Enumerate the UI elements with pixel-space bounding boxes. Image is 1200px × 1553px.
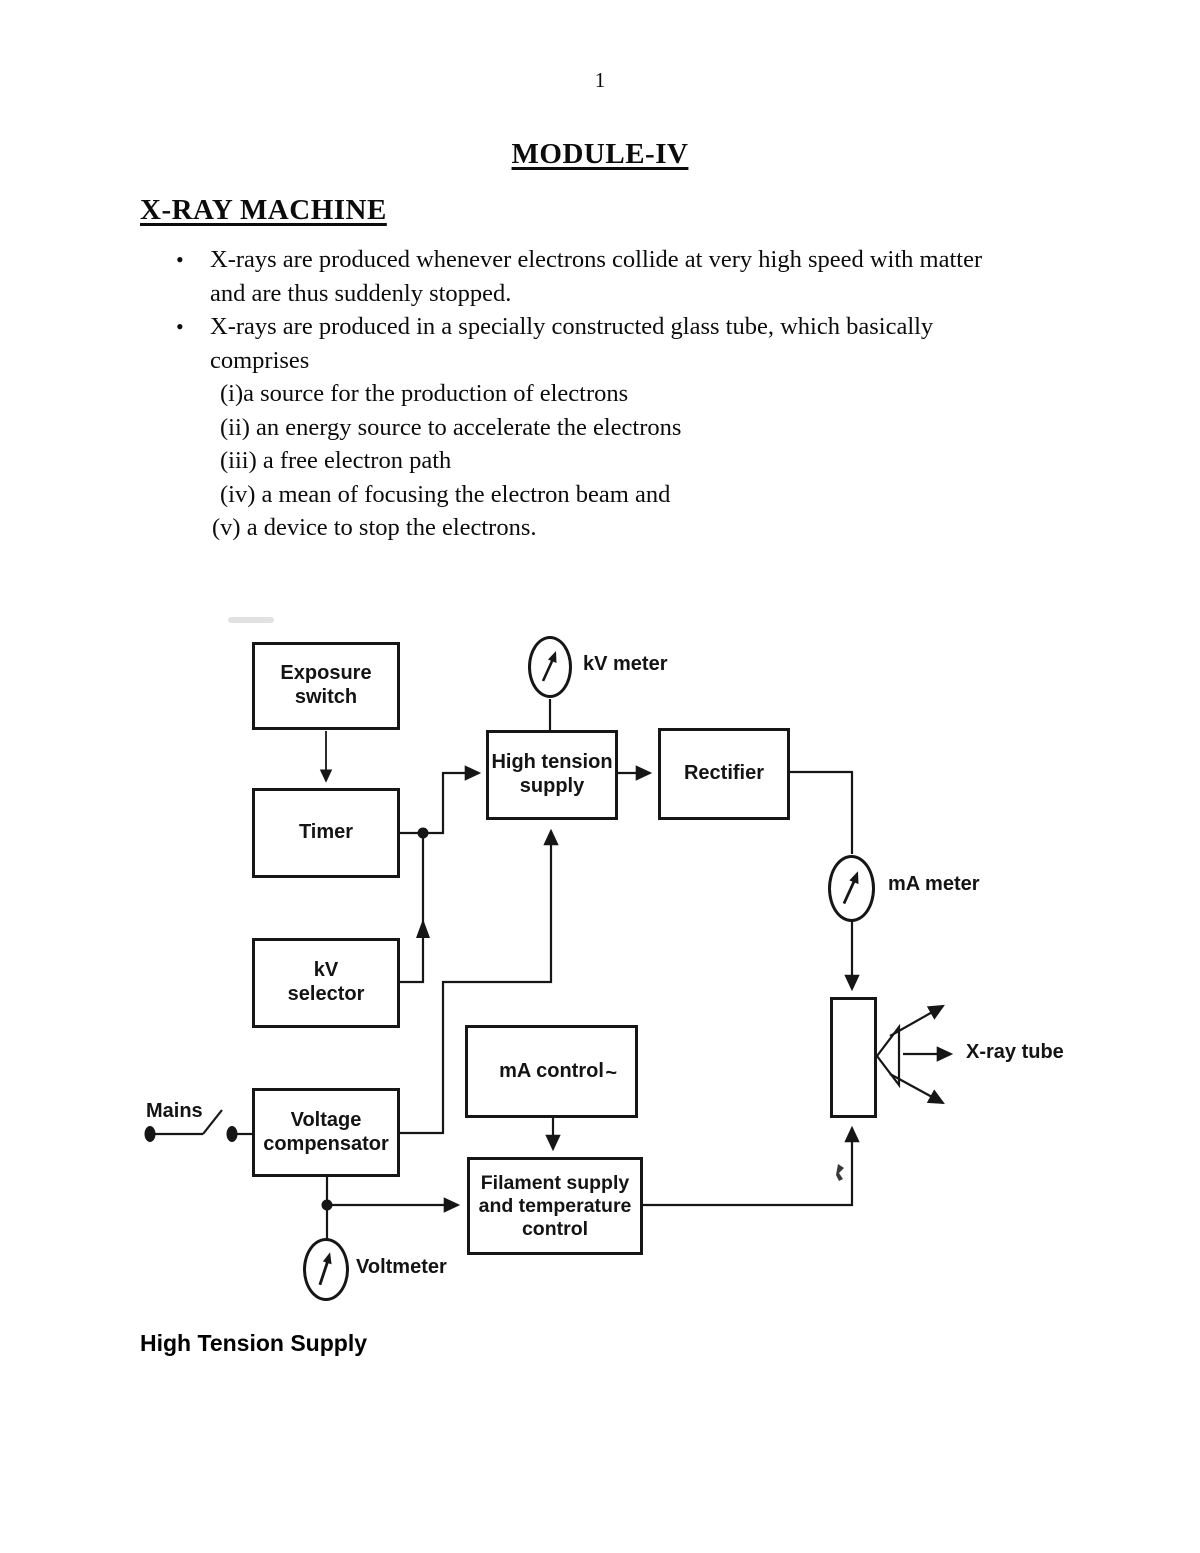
xray-tube-anode-box — [830, 997, 877, 1118]
high-tension-supply-box: High tension supply — [486, 730, 618, 820]
meter-needle-icon — [842, 871, 859, 905]
ma-meter-label: mA meter — [888, 873, 980, 895]
roman-sublist: (i)a source for the production of electr… — [210, 377, 1020, 545]
module-title: MODULE-IV — [511, 138, 689, 170]
sublist-item: (v) a device to stop the electrons. — [212, 514, 537, 541]
meter-needle-icon — [541, 651, 557, 682]
xray-tube-label: X-ray tube — [966, 1041, 1064, 1063]
bullet-item: X-rays are produced in a specially const… — [140, 310, 1020, 545]
footer-heading: High Tension Supply — [140, 1330, 368, 1356]
sublist-item: (i)a source for the production of electr… — [220, 380, 629, 407]
mains-label: Mains — [146, 1100, 203, 1122]
meter-needle-icon — [318, 1252, 332, 1286]
filament-supply-box: Filament supply and temperature control — [467, 1157, 643, 1255]
ma-meter-gauge — [828, 855, 875, 922]
sublist-item: (ii) an energy source to accelerate the … — [220, 413, 682, 441]
sublist-item: (iii) a free electron path — [220, 447, 452, 474]
sublist-item: (iv) a mean of focusing the electron bea… — [220, 480, 671, 508]
voltmeter-label: Voltmeter — [356, 1256, 447, 1278]
timer-box: Timer — [252, 788, 400, 878]
voltage-compensator-box: Voltage compensator — [252, 1088, 400, 1177]
exposure-switch-box: Exposure switch — [252, 642, 400, 730]
bullet-list: X-rays are produced whenever electrons c… — [140, 243, 1020, 545]
ma-control-box: mA control ~ — [465, 1025, 638, 1118]
kv-meter-gauge — [528, 636, 572, 698]
kv-selector-box: kV selector — [252, 938, 400, 1028]
section-heading: X-RAY MACHINE — [140, 194, 387, 226]
kv-meter-label: kV meter — [583, 653, 668, 675]
voltmeter-gauge — [303, 1238, 349, 1301]
page-number: 1 — [594, 68, 606, 92]
scan-artifact — [228, 617, 274, 623]
bullet-item: X-rays are produced whenever electrons c… — [140, 243, 1020, 310]
scan-tilde-mark: ~ — [605, 1062, 617, 1084]
rectifier-box: Rectifier — [658, 728, 790, 820]
